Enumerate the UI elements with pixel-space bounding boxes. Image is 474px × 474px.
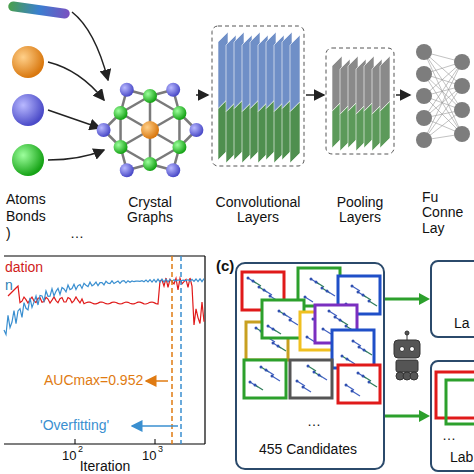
arrow-connector	[385, 410, 430, 422]
label: Pooling Layers	[322, 195, 398, 226]
label: Crystal Graphs	[115, 195, 185, 226]
label: )	[6, 226, 26, 241]
label: Bonds	[6, 209, 66, 224]
label: Convolutional Layers	[208, 195, 308, 226]
label: 2	[78, 445, 88, 455]
lab-box: … Lab	[430, 360, 474, 472]
label: n	[5, 278, 25, 293]
label: Fu Conne Lay	[422, 190, 452, 236]
node-text: …	[442, 428, 456, 443]
label: dation	[5, 260, 65, 275]
lab-box: La	[430, 260, 474, 338]
node-text: La	[454, 316, 470, 331]
node-text: 455 Candidates	[259, 442, 357, 457]
node-text: …	[307, 414, 321, 429]
label: Atoms	[6, 192, 66, 207]
label: Iteration	[70, 459, 140, 474]
label: AUCmax=0.952	[44, 373, 146, 388]
label: (c)	[216, 258, 246, 275]
arrow-connector	[385, 293, 430, 305]
label: 3	[158, 445, 168, 455]
label: …	[70, 226, 90, 241]
node-text: Lab	[450, 450, 473, 465]
candidates-box: … 455 Candidates	[235, 262, 385, 470]
label: 'Overfitting'	[40, 418, 132, 433]
